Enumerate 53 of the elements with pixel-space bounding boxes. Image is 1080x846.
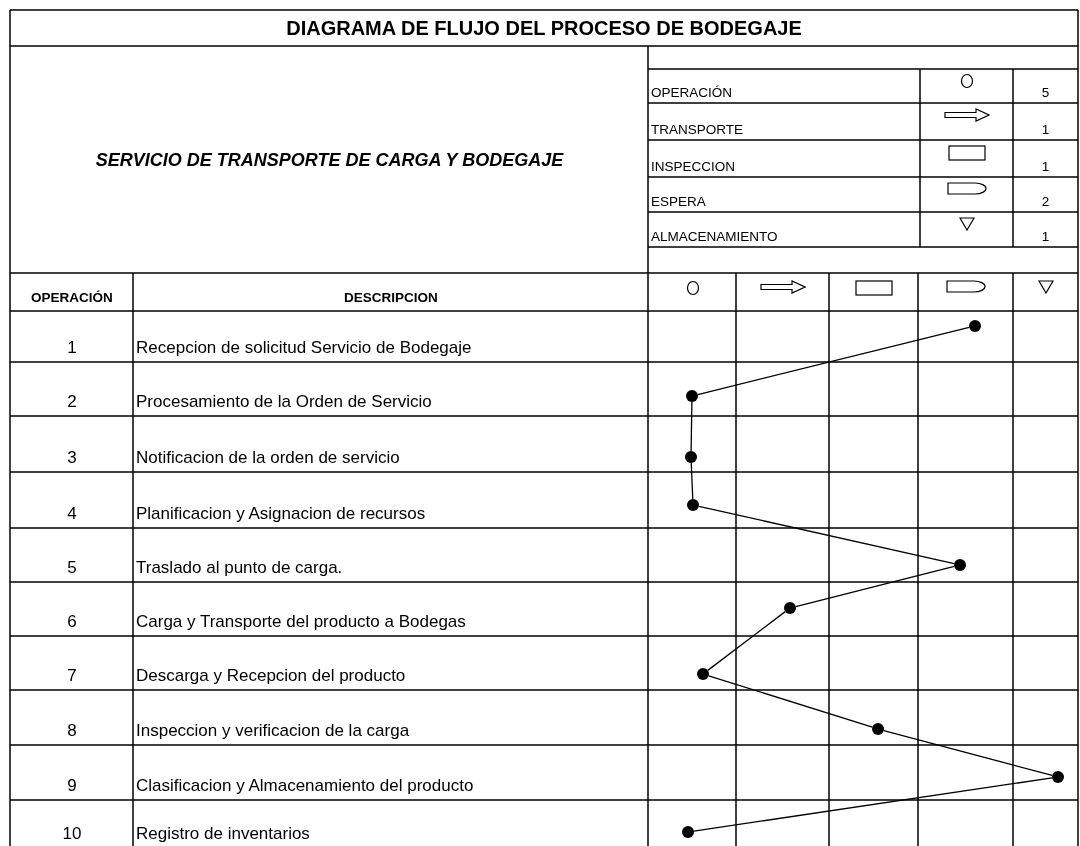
column-header: OPERACIÓN	[31, 290, 113, 305]
step-number: 2	[67, 392, 77, 412]
diagram-title: DIAGRAMA DE FLUJO DEL PROCESO DE BODEGAJE	[286, 17, 802, 40]
step-description: Procesamiento de la Orden de Servicio	[136, 392, 432, 412]
data-point	[685, 451, 697, 463]
data-point	[872, 723, 884, 735]
symbol-label: INSPECCION	[651, 159, 735, 174]
step-number: 10	[62, 824, 82, 844]
step-number: 1	[67, 338, 77, 358]
connector-line	[698, 505, 955, 565]
symbol-count: 2	[1041, 194, 1050, 209]
connector-line	[690, 401, 693, 452]
connector-line	[708, 675, 873, 728]
connector-line	[693, 777, 1053, 832]
step-description: Carga y Transporte del producto a Bodegas	[136, 612, 466, 632]
symbol-count: 1	[1041, 229, 1050, 244]
step-number: 9	[67, 776, 77, 796]
symbol-count: 5	[1041, 85, 1050, 100]
step-number: 3	[67, 448, 77, 468]
connector-line	[883, 729, 1053, 777]
step-description: Inspeccion y verificacion de la carga	[136, 721, 410, 741]
data-point	[686, 390, 698, 402]
symbol-label: OPERACIÓN	[651, 85, 732, 100]
symbol-count: 1	[1041, 122, 1050, 137]
connector-line	[697, 326, 970, 396]
data-point	[954, 559, 966, 571]
data-point	[687, 499, 699, 511]
step-number: 5	[67, 558, 77, 578]
symbol-label: ESPERA	[651, 194, 706, 209]
step-number: 6	[67, 612, 77, 632]
connector-line	[690, 462, 694, 500]
symbol-count: 1	[1041, 159, 1050, 174]
step-description: Descarga y Recepcion del producto	[136, 666, 406, 686]
data-point	[682, 826, 694, 838]
step-number: 8	[67, 721, 77, 741]
step-number: 4	[67, 504, 77, 524]
step-number: 7	[67, 666, 77, 686]
data-point	[969, 320, 981, 332]
symbol-label: ALMACENAMIENTO	[651, 229, 778, 244]
step-description: Traslado al punto de carga.	[136, 558, 343, 578]
connector-line	[795, 565, 955, 608]
step-description: Recepcion de solicitud Servicio de Bodegaje	[136, 338, 472, 358]
data-point	[784, 602, 796, 614]
step-description: Clasificacion y Almacenamiento del producto	[136, 776, 474, 796]
step-description: Planificacion y Asignacion de recursos	[136, 504, 426, 524]
step-description: Notificacion de la orden de servicio	[136, 448, 400, 468]
data-point	[697, 668, 709, 680]
column-header: DESCRIPCION	[344, 290, 438, 305]
data-point	[1052, 771, 1064, 783]
diagram-subtitle: SERVICIO DE TRANSPORTE DE CARGA Y BODEGAJE	[95, 149, 564, 171]
step-description: Registro de inventarios	[136, 824, 310, 844]
symbol-label: TRANSPORTE	[651, 122, 743, 137]
connector-line	[707, 611, 786, 671]
